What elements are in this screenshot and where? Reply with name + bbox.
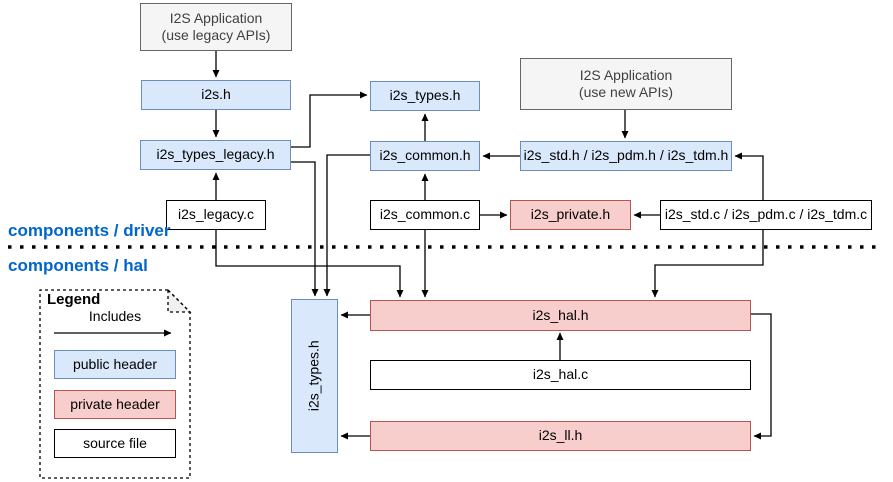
node-i2s-types-legacy-h: i2s_types_legacy.h <box>140 140 291 170</box>
node-i2s-application-legacy: I2S Application (use legacy APIs) <box>140 3 292 51</box>
node-i2s-h: i2s.h <box>141 80 291 110</box>
node-i2s-types-h-hal: i2s_types.h <box>291 299 338 453</box>
node-i2s-common-h: i2s_common.h <box>370 141 480 171</box>
node-i2s-hal-h: i2s_hal.h <box>370 300 751 331</box>
node-i2s-std-pdm-tdm-h: i2s_std.h / i2s_pdm.h / i2s_tdm.h <box>520 141 732 171</box>
legend-outline <box>39 288 192 479</box>
section-label-components-hal: components / hal <box>8 256 148 275</box>
legend-title: Legend <box>47 291 101 308</box>
include-arrows <box>212 51 772 440</box>
node-i2s-application-new: I2S Application (use new APIs) <box>520 58 732 110</box>
legend-includes-label: Includes <box>88 308 142 324</box>
legend-item-private-header: private header <box>54 390 176 419</box>
section-label-components-driver: components / driver <box>8 221 171 240</box>
node-i2s-ll-h: i2s_ll.h <box>370 421 751 451</box>
node-i2s-private-h: i2s_private.h <box>510 200 631 230</box>
node-i2s-common-c: i2s_common.c <box>370 200 480 230</box>
node-i2s-types-h-driver: i2s_types.h <box>370 81 480 111</box>
node-i2s-hal-c: i2s_hal.c <box>370 360 751 390</box>
node-i2s-legacy-c: i2s_legacy.c <box>166 200 266 230</box>
node-i2s-std-pdm-tdm-c: i2s_std.c / i2s_pdm.c / i2s_tdm.c <box>660 200 872 230</box>
legend-item-public-header: public header <box>54 350 176 379</box>
legend-item-source-file: source file <box>54 429 176 458</box>
